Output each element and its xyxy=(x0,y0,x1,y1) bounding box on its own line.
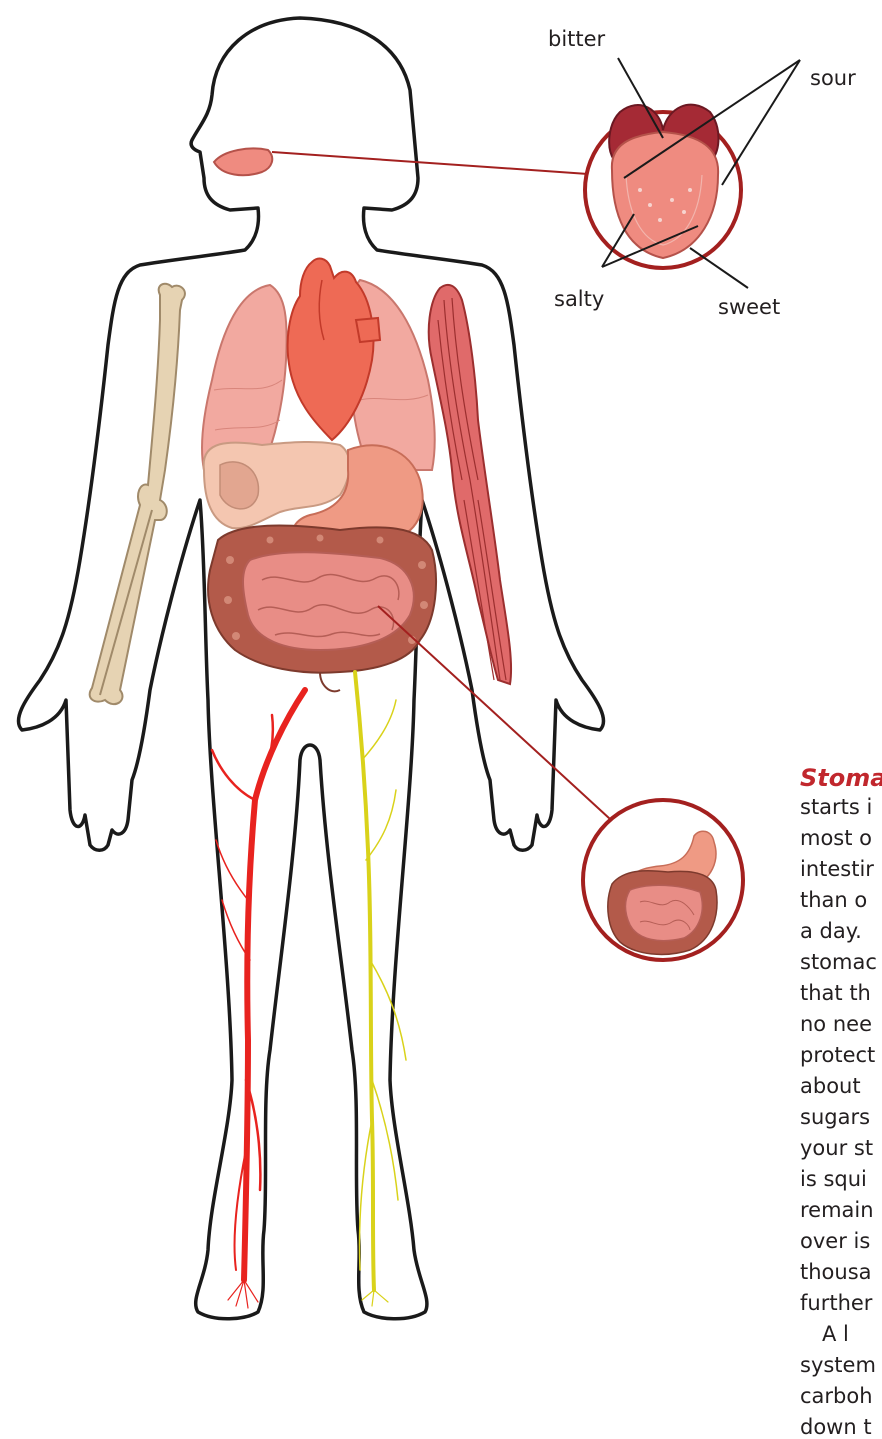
arm-bone-icon xyxy=(90,284,185,704)
body-diagram: bitter sour salty sweet xyxy=(0,0,882,1334)
taste-label-salty: salty xyxy=(554,287,604,311)
digestive-system-icon xyxy=(583,800,743,960)
mouth-tongue-icon xyxy=(214,149,272,176)
intestines-icon xyxy=(208,526,436,692)
taste-label-bitter: bitter xyxy=(548,27,606,51)
side-text-line: carboh xyxy=(800,1384,873,1408)
side-text-line: system xyxy=(800,1353,876,1377)
taste-label-sweet: sweet xyxy=(718,295,780,319)
tongue-magnifier xyxy=(585,105,741,268)
tongue-leader-line xyxy=(272,152,588,174)
artery-icon xyxy=(212,690,305,1308)
nerve-icon xyxy=(355,672,406,1306)
taste-label-sour: sour xyxy=(810,66,856,90)
side-text-line: down t xyxy=(800,1415,872,1439)
arm-muscle-icon xyxy=(429,285,511,684)
